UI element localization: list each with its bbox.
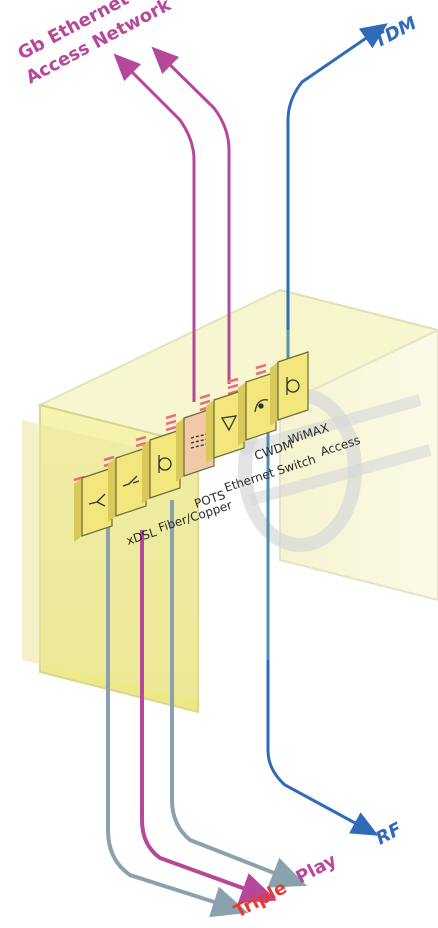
satellite-dish-icon [254,399,269,413]
module-card-cwdm [206,389,245,464]
splitter-icon [88,493,106,507]
label-tdm: TDM [370,13,420,53]
optical-icon [158,455,172,473]
tdm-rf-line [266,23,388,836]
module-card-side [270,362,278,426]
blue-line-down [266,420,379,836]
magenta-line-up-1 [113,53,196,402]
ethernet-switch-icon [190,433,208,449]
module-card-side [142,440,150,504]
label-triple: Triple [230,877,290,922]
gb-ethernet-lines [113,46,231,402]
module-card-fiber-copper [108,447,147,522]
module-card-wimax [238,371,277,446]
magenta-line-up-2 [151,46,231,384]
module-card-xdsl [74,467,113,542]
module-card-side [108,458,116,522]
module-card-side [74,478,82,542]
chassis-bar-decoration-2 [248,444,432,506]
chassis-bar-decoration [238,394,422,456]
magenta-line-fiber [140,530,278,904]
module-card-access [270,351,309,426]
module-card-face [149,429,181,499]
switch-icon [122,475,140,487]
blue-line-up [286,23,388,375]
module-card-side [238,382,246,446]
optical-icon [286,377,300,395]
label-play: Play [292,850,340,889]
label-rf: RF [372,818,406,849]
grey-line-xdsl [106,525,249,918]
filter-triangle-icon [220,415,238,432]
modules-group [74,351,309,542]
connector-4 [165,413,177,432]
module-card-side [206,400,214,464]
module-card-face [277,351,309,421]
connector-6 [227,377,239,396]
triple-play-lines [106,500,307,918]
module-card-side [176,418,184,482]
module-card-face [213,389,245,459]
module-card-pots [142,429,181,504]
grey-line-pots [170,500,307,888]
